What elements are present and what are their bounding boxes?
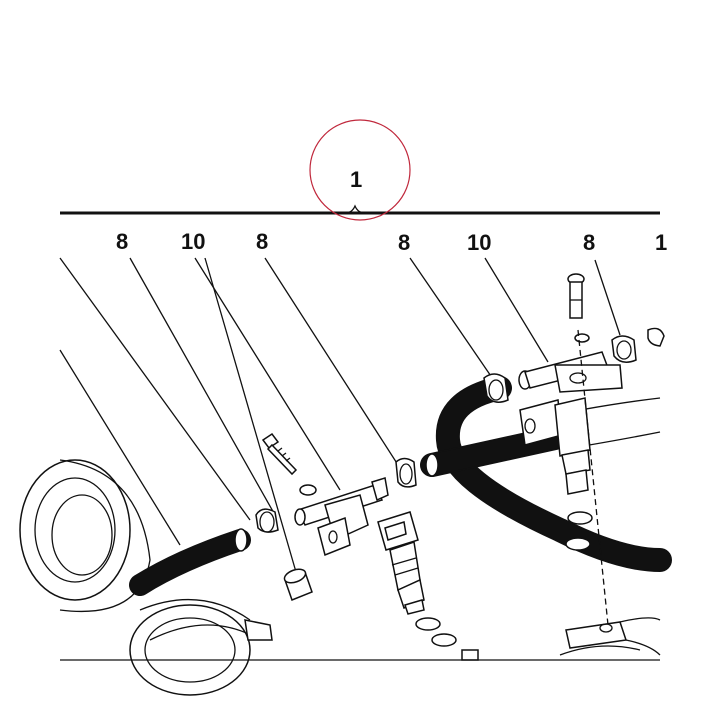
- group-bracket-brace: [344, 204, 366, 214]
- injector-right: [519, 397, 591, 495]
- washer-right: [574, 333, 590, 343]
- callout-1-partial: 1: [655, 230, 667, 255]
- t-fitting-left: [294, 477, 389, 557]
- o-ring-right-a: [567, 511, 593, 525]
- intake-cylinder: [19, 459, 273, 696]
- o-ring-left-a: [415, 617, 441, 631]
- group-label: 1: [350, 167, 362, 192]
- highlight-circle: [309, 119, 411, 221]
- clamp-left-a: [255, 508, 279, 533]
- screw-left: [261, 432, 298, 476]
- hose-straight-end: [425, 453, 439, 477]
- o-ring-right-b: [565, 537, 591, 551]
- sleeve: [283, 568, 313, 601]
- o-ring-left-b: [431, 633, 457, 647]
- clamp-middle: [395, 457, 417, 488]
- washer-left: [299, 484, 317, 496]
- hose-right-inner: [437, 377, 671, 571]
- callout-8-a: 8: [116, 229, 128, 254]
- hose-left-inner: [130, 530, 250, 595]
- screw-right: [567, 273, 585, 319]
- injector-left: [377, 511, 425, 615]
- clamp-right-a: [483, 373, 509, 403]
- callout-10-b: 10: [467, 230, 491, 255]
- leader-lines: [59, 257, 621, 573]
- fitting-stub: [461, 649, 479, 661]
- mount-bracket: [559, 617, 661, 656]
- callout-8-b: 8: [256, 229, 268, 254]
- clamp-right-b: [611, 327, 665, 363]
- callout-8-d: 8: [583, 230, 595, 255]
- t-fitting-right: [518, 351, 623, 393]
- callout-10-a: 10: [181, 229, 205, 254]
- callout-8-c: 8: [398, 230, 410, 255]
- hose-left-end: [234, 528, 248, 552]
